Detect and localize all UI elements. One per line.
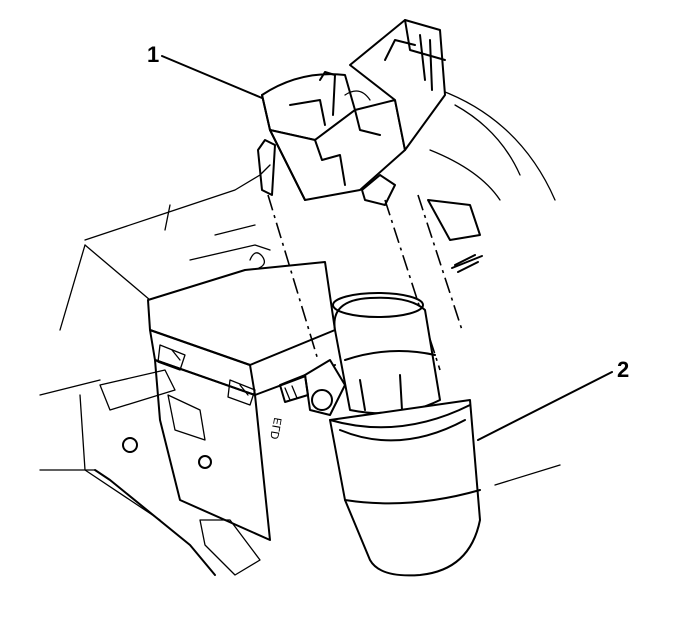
part-2-canister — [279, 292, 481, 577]
callout-1: 1 — [147, 42, 263, 99]
leader-line-2 — [477, 371, 613, 441]
callout-2: 2 — [477, 357, 629, 441]
screw — [427, 199, 483, 273]
bracket-hole — [198, 455, 212, 469]
callout-label-1: 1 — [147, 42, 159, 67]
module-housing: ᗡ⅃Ǝ — [147, 261, 336, 541]
bracket-hole — [122, 437, 138, 453]
alignment-line — [417, 194, 463, 331]
leader-line-1 — [161, 55, 263, 99]
vehicle-body-panel — [39, 89, 561, 576]
callout-label-2: 2 — [617, 357, 629, 382]
part-1-upper-cover — [257, 19, 446, 206]
housing-marking: ᗡ⅃Ǝ — [269, 417, 285, 441]
